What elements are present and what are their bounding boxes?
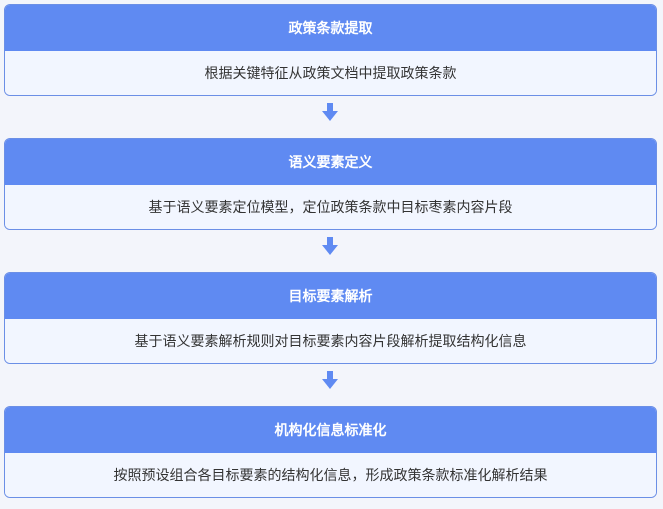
step-description: 基于语义要素定位模型，定位政策条款中目标枣素内容片段 — [5, 185, 656, 229]
step-title: 机构化信息标准化 — [5, 407, 656, 453]
down-arrow-icon — [322, 103, 338, 121]
step-1: 政策条款提取 根据关键特征从政策文档中提取政策条款 — [4, 4, 657, 96]
step-4: 机构化信息标准化 按照预设组合各目标要素的结构化信息，形成政策条款标准化解析结果 — [4, 406, 657, 498]
step-description: 基于语义要素解析规则对目标要素内容片段解析提取结构化信息 — [5, 319, 656, 363]
step-description: 根据关键特征从政策文档中提取政策条款 — [5, 51, 656, 95]
step-description: 按照预设组合各目标要素的结构化信息，形成政策条款标准化解析结果 — [5, 453, 656, 497]
step-title: 政策条款提取 — [5, 5, 656, 51]
step-3: 目标要素解析 基于语义要素解析规则对目标要素内容片段解析提取结构化信息 — [4, 272, 657, 364]
down-arrow-icon — [322, 237, 338, 255]
step-title: 语义要素定义 — [5, 139, 656, 185]
down-arrow-icon — [322, 371, 338, 389]
step-title: 目标要素解析 — [5, 273, 656, 319]
step-2: 语义要素定义 基于语义要素定位模型，定位政策条款中目标枣素内容片段 — [4, 138, 657, 230]
